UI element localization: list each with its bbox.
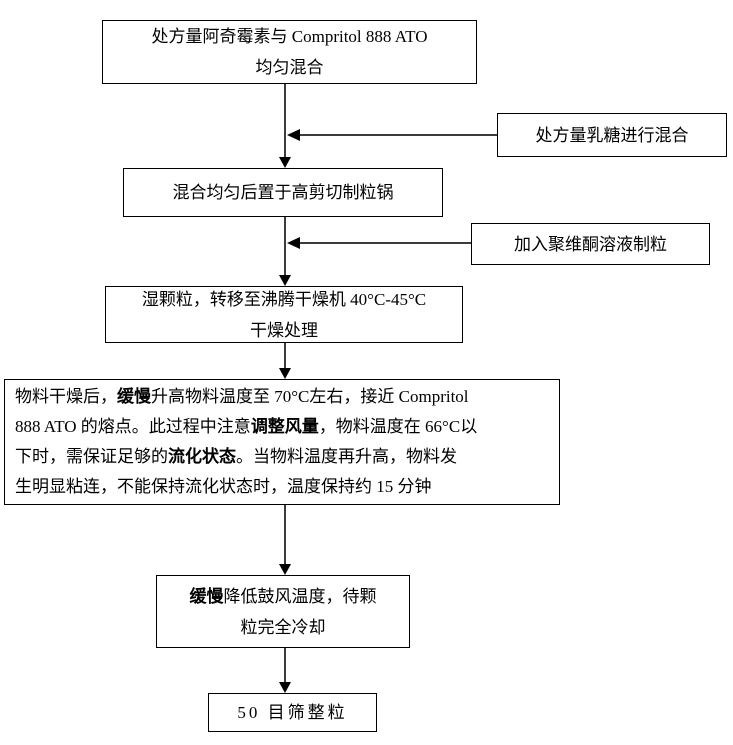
connector-side1-merge <box>300 134 497 136</box>
node-text-line: 缓慢降低鼓风温度，待颗 <box>189 586 377 606</box>
arrow-down-icon <box>279 275 291 286</box>
node-text-line: 下时，需保证足够的流化状态。当物料温度再升高，物料发 <box>15 447 457 466</box>
connector-step4-step5 <box>284 505 286 564</box>
node-text-line: 888 ATO 的熔点。此过程中注意调整风量，物料温度在 66°C以 <box>15 417 478 436</box>
node-text-line: 干燥处理 <box>250 320 318 340</box>
node-mix-azithromycin-compritol: 处方量阿奇霉素与 Compritol 888 ATO 均匀混合 <box>102 20 477 84</box>
node-text-line: 处方量阿奇霉素与 Compritol 888 ATO <box>151 27 428 46</box>
connector-step1-step2 <box>284 84 286 158</box>
connector-step5-step6 <box>284 648 286 682</box>
arrow-down-icon <box>279 368 291 379</box>
node-sieve-granules: 50 目筛整粒 <box>208 693 377 732</box>
arrow-left-icon <box>287 237 300 249</box>
connector-step2-step3 <box>284 217 286 275</box>
node-text-line: 50 目筛整粒 <box>237 703 348 722</box>
connector-step3-step4 <box>284 343 286 368</box>
node-add-lactose: 处方量乳糖进行混合 <box>497 113 727 157</box>
node-fluid-bed-drying: 湿颗粒，转移至沸腾干燥机 40°C-45°C 干燥处理 <box>105 286 463 343</box>
node-cool-down: 缓慢降低鼓风温度，待颗粒完全冷却 <box>156 575 410 648</box>
node-text-line: 湿颗粒，转移至沸腾干燥机 40°C-45°C <box>141 289 427 309</box>
node-text-line: 均匀混合 <box>255 58 324 77</box>
connector-side2-merge <box>300 242 471 244</box>
node-text-line: 混合均匀后置于高剪切制粒锅 <box>172 183 394 202</box>
node-heat-treatment-instructions: 物料干燥后，缓慢升高物料温度至 70°C左右，接近 Compritol 888 A… <box>4 379 560 505</box>
node-text-line: 生明显粘连，不能保持流化状态时，温度保持约 15 分钟 <box>15 477 432 496</box>
node-text-line: 加入聚维酮溶液制粒 <box>514 234 667 254</box>
arrow-left-icon <box>287 129 300 141</box>
node-add-povidone-solution: 加入聚维酮溶液制粒 <box>471 223 710 265</box>
node-text-line: 处方量乳糖进行混合 <box>535 125 689 145</box>
arrow-down-icon <box>279 157 291 168</box>
arrow-down-icon <box>279 682 291 693</box>
arrow-down-icon <box>279 564 291 575</box>
node-text-line: 物料干燥后，缓慢升高物料温度至 70°C左右，接近 Compritol <box>15 387 469 406</box>
node-text-line: 粒完全冷却 <box>240 617 326 637</box>
node-high-shear-granulator: 混合均匀后置于高剪切制粒锅 <box>123 168 443 217</box>
